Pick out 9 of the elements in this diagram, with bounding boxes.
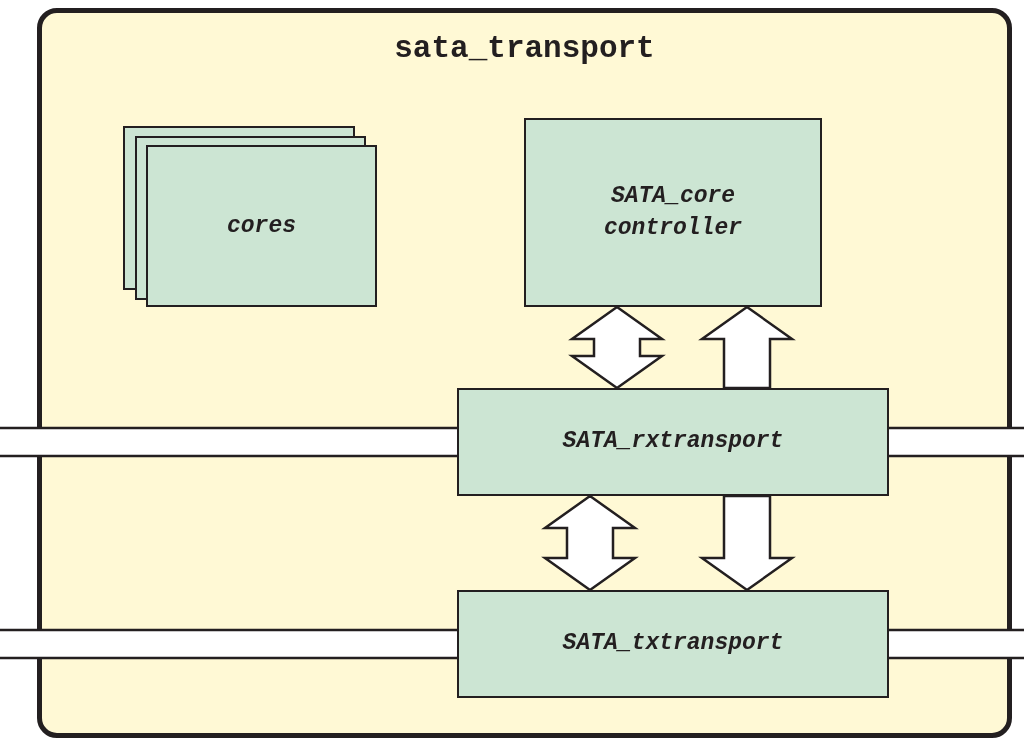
block-arrow [698, 494, 796, 592]
block-arrow [698, 305, 796, 390]
module-title: sata_transport [393, 31, 656, 66]
double-headed-block-arrow [541, 494, 639, 592]
block-label: cores [227, 213, 296, 239]
double-headed-block-arrow [568, 305, 666, 390]
block-box: SATA_rxtransport [457, 388, 889, 496]
block-box: SATA_txtransport [457, 590, 889, 698]
block-box: SATA_core controller [524, 118, 822, 307]
